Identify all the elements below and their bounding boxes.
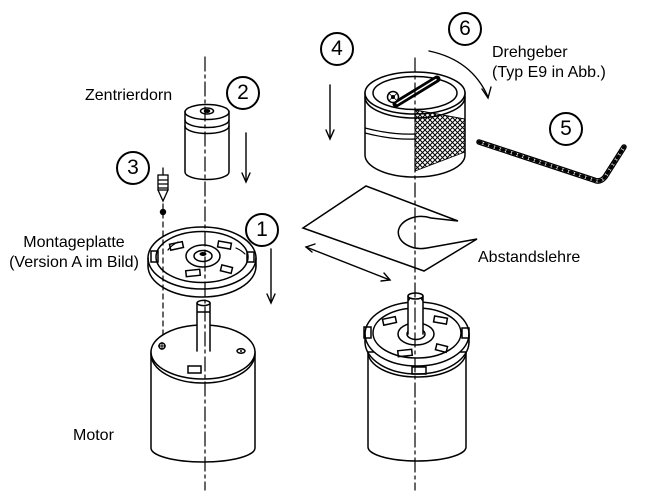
hex-key-drawing [476,139,627,184]
abstandslehre-drawing [301,185,478,272]
step-badge-3: 3 [116,151,150,185]
label-montageplatte: Montageplatte (Version A im Bild) [0,233,148,273]
set-screw-drawing [157,167,169,216]
step-badge-4: 4 [320,32,354,66]
motor-left-drawing [150,299,256,463]
step2-down-arrow [241,132,251,184]
label-drehgeber-line2: (Typ E9 in Abb.) [492,64,606,81]
label-motor: Motor [73,427,114,444]
step-badge-5: 5 [549,112,583,146]
step-badge-6: 6 [448,12,482,46]
step4-down-arrow [325,84,335,141]
label-zentrierdorn: Zentrierdorn [85,87,173,104]
label-drehgeber: Drehgeber (Typ E9 in Abb.) [492,43,606,83]
gauge-slide-arrow [304,243,392,282]
label-abstandslehre: Abstandslehre [478,249,581,266]
step-badge-2: 2 [226,76,260,110]
montageplatte-drawing [147,226,257,298]
step1-down-arrow [266,248,276,305]
step6-rotate-arrow [428,50,492,100]
zentrierdorn-drawing [184,103,230,181]
label-montageplatte-line1: Montageplatte [23,234,125,251]
label-montageplatte-line2: (Version A im Bild) [9,254,139,271]
label-drehgeber-line1: Drehgeber [492,44,568,61]
motor-right-assembly-drawing [363,292,470,462]
step-badge-1: 1 [245,213,279,247]
